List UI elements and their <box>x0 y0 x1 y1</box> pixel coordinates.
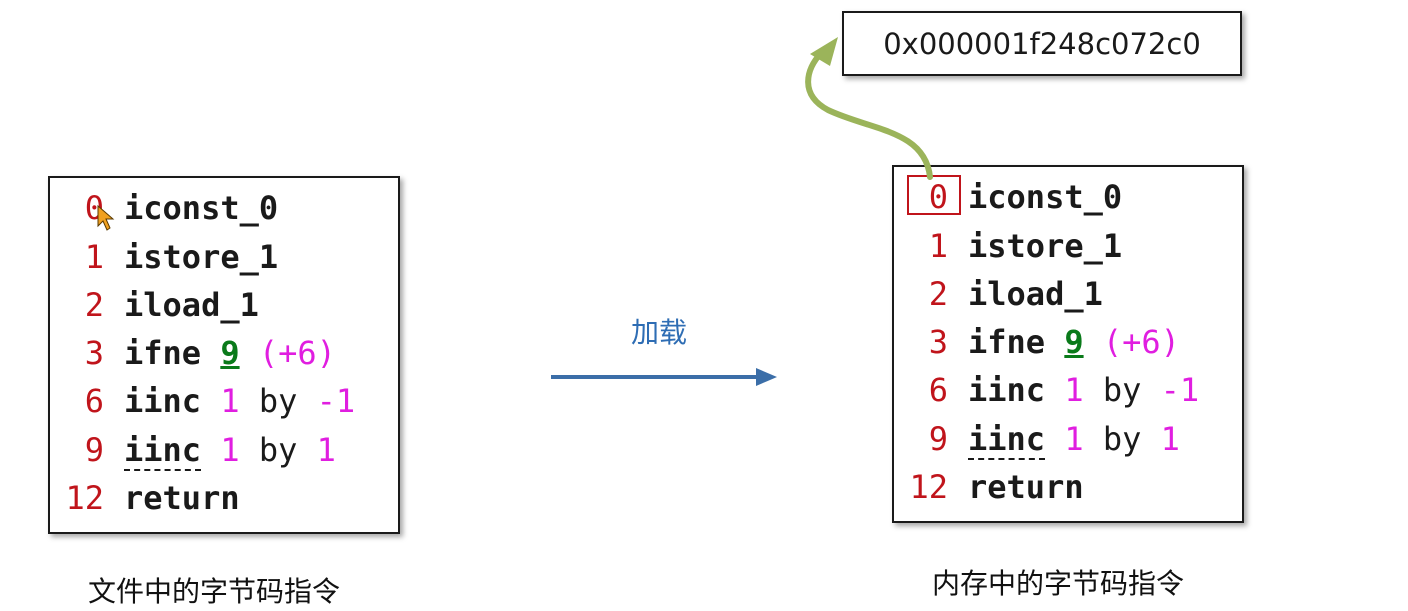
load-arrow <box>551 368 777 386</box>
bytecode-instruction: iinc 1 by 1 <box>124 426 336 474</box>
bytecode-index: 12 <box>65 479 104 517</box>
bytecode-instruction: ifne 9 (+6) <box>124 329 336 377</box>
bytecode-op: iconst_0 <box>124 189 279 227</box>
bytecode-by: by <box>1102 420 1142 458</box>
bytecode-var: 1 <box>1064 371 1084 409</box>
bytecode-var: 1 <box>1064 420 1084 458</box>
bytecode-op: iload_1 <box>968 275 1103 313</box>
bytecode-op: return <box>124 479 240 517</box>
bytecode-index: 9 <box>84 431 104 469</box>
bytecode-op: iinc <box>968 371 1046 409</box>
bytecode-op: iinc <box>968 420 1046 460</box>
file-bytecode-box: 0 iconst_0 1 istore_1 2 iload_1 3 ifne 9… <box>48 176 400 534</box>
bytecode-index: 2 <box>84 286 104 324</box>
file-caption: 文件中的字节码指令 <box>88 575 341 608</box>
bytecode-amount: 1 <box>1160 420 1180 458</box>
bytecode-index: 1 <box>84 238 104 276</box>
bytecode-op: ifne <box>124 334 202 372</box>
bytecode-index: 6 <box>928 371 948 409</box>
branch-offset: (+6) <box>258 334 336 372</box>
bytecode-index: 3 <box>928 323 948 361</box>
bytecode-index: 12 <box>909 468 948 506</box>
pointer-arrow <box>805 37 933 180</box>
bytecode-index: 2 <box>928 275 948 313</box>
bytecode-var: 1 <box>220 431 240 469</box>
bytecode-op: iconst_0 <box>968 178 1123 216</box>
memory-address-box: 0x000001f248c072c0 <box>842 11 1242 76</box>
bytecode-by: by <box>258 382 298 420</box>
bytecode-instruction: iinc 1 by -1 <box>968 366 1199 414</box>
bytecode-index: 6 <box>84 382 104 420</box>
bytecode-op: istore_1 <box>124 238 279 276</box>
memory-bytecode-box: 0 iconst_0 1 istore_1 2 iload_1 3 ifne 9… <box>892 165 1244 523</box>
mouse-cursor-icon <box>97 204 115 231</box>
bytecode-index: 3 <box>84 334 104 372</box>
branch-offset: (+6) <box>1102 323 1180 361</box>
bytecode-amount: 1 <box>316 431 336 469</box>
branch-target: 9 <box>1064 323 1084 361</box>
bytecode-index: 0 <box>928 178 948 216</box>
bytecode-op: iinc <box>124 431 202 471</box>
load-label: 加载 <box>631 316 688 349</box>
bytecode-amount: -1 <box>316 382 356 420</box>
bytecode-index: 1 <box>928 227 948 265</box>
bytecode-op: istore_1 <box>968 227 1123 265</box>
bytecode-instruction: iinc 1 by 1 <box>968 415 1180 463</box>
bytecode-index: 9 <box>928 420 948 458</box>
bytecode-instruction: ifne 9 (+6) <box>968 318 1180 366</box>
bytecode-op: iload_1 <box>124 286 259 324</box>
bytecode-op: return <box>968 468 1084 506</box>
bytecode-by: by <box>258 431 298 469</box>
bytecode-op: iinc <box>124 382 202 420</box>
bytecode-var: 1 <box>220 382 240 420</box>
memory-caption: 内存中的字节码指令 <box>932 567 1185 600</box>
bytecode-by: by <box>1102 371 1142 409</box>
highlight-box <box>907 175 961 215</box>
bytecode-instruction: iinc 1 by -1 <box>124 377 355 425</box>
bytecode-amount: -1 <box>1160 371 1200 409</box>
bytecode-op: ifne <box>968 323 1046 361</box>
branch-target: 9 <box>220 334 240 372</box>
